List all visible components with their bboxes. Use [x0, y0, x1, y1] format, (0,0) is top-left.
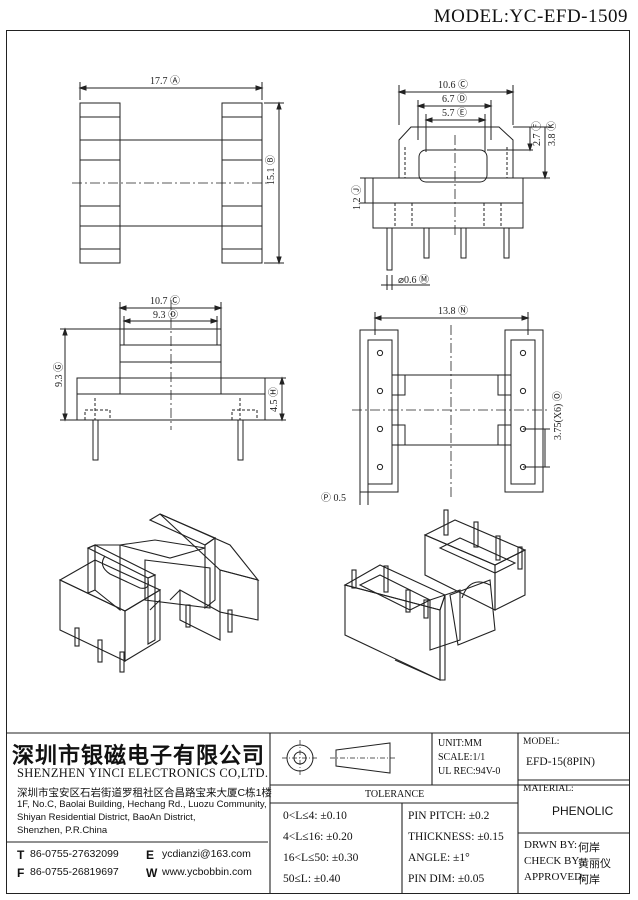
tolerance-row-4: 50≤L: ±0.40 — [283, 873, 341, 885]
phone-value: 86-0755-27632099 — [30, 848, 119, 860]
approved-value: 何岸 — [578, 874, 600, 886]
view-bottom — [352, 312, 550, 505]
model-title: MODEL:YC-EFD-1509 — [433, 6, 628, 27]
dim-a-label: 17.7 Ⓐ — [150, 75, 180, 87]
phone-label: T — [17, 848, 25, 862]
iso-view-bottom — [343, 509, 527, 681]
dim-p-label: Ⓟ 0.5 — [321, 492, 346, 504]
dim-c-label: 10.6 Ⓒ — [438, 79, 468, 91]
ul-rec-label: UL REC:94V-0 — [438, 766, 501, 777]
email-value[interactable]: ycdianzi@163.com — [162, 848, 251, 860]
scale-label: SCALE:1/1 — [438, 752, 486, 763]
dim-k-label: 3.8 Ⓚ — [546, 121, 558, 146]
drawing-frame — [6, 30, 630, 894]
dim-m-label: ⌀0.6 Ⓜ — [398, 274, 429, 286]
address-cn: 深圳市宝安区石岩街道罗租社区合昌路宝来大厦C栋1楼 — [17, 787, 272, 799]
view-front-middle — [60, 300, 286, 461]
fax-label: F — [17, 866, 25, 880]
website-value[interactable]: www.ycbobbin.com — [162, 866, 252, 878]
model-label: MODEL: — [523, 737, 560, 747]
material-label: MATERIAL: — [523, 784, 574, 794]
dim-g-label: 9.3 Ⓖ — [53, 362, 65, 387]
dim-b-label: 15.1 Ⓑ — [265, 155, 277, 185]
dim-j-label: 1.2 Ⓙ — [351, 185, 363, 210]
dim-c2-label: 10.7 Ⓒ — [150, 295, 180, 307]
iso-view-top — [58, 513, 260, 673]
dim-f-label: 2.7 Ⓕ — [531, 121, 543, 146]
projection-symbol-icon — [282, 740, 396, 776]
tolerance-row-2: 4<L≤16: ±0.20 — [283, 831, 353, 843]
pin-pitch-tolerance: PIN PITCH: ±0.2 — [408, 810, 490, 822]
pin-dim-tolerance: PIN DIM: ±0.05 — [408, 873, 485, 885]
unit-label: UNIT:MM — [438, 738, 482, 749]
email-label: E — [146, 848, 155, 862]
company-name-cn: 深圳市银磁电子有限公司 — [12, 744, 266, 769]
pin-holes — [376, 349, 527, 471]
dim-n-label: 13.8 Ⓝ — [438, 305, 468, 317]
dim-d-label: 6.7 Ⓓ — [442, 93, 467, 105]
address-en-line-3: Shenzhen, P.R.China — [17, 825, 108, 836]
drawn-by-value: 何岸 — [578, 842, 600, 854]
view-front-top — [72, 82, 284, 265]
drawn-by-label: DRWN BY: — [524, 839, 578, 851]
title-block-lines — [6, 732, 630, 894]
address-en-line-2: Shiyan Residential District, BaoAn Distr… — [17, 812, 196, 823]
tolerance-row-3: 16<L≤50: ±0.30 — [283, 852, 359, 864]
website-label: W — [146, 866, 158, 880]
company-name-en: SHENZHEN YINCI ELECTRONICS CO,LTD. — [17, 766, 269, 780]
tolerance-row-1: 0<L≤4: ±0.10 — [283, 810, 347, 822]
address-en-line-1: 1F, No.C, Baolai Building, Hechang Rd., … — [17, 799, 267, 810]
model-value: EFD-15(8PIN) — [526, 756, 595, 768]
dim-d2-label: 9.3 Ⓓ — [153, 309, 178, 321]
dim-e-label: 5.7 Ⓔ — [442, 107, 467, 119]
tolerance-title: TOLERANCE — [365, 789, 425, 800]
view-side-top — [360, 85, 550, 290]
check-by-label: CHECK BY: — [524, 855, 582, 867]
dim-o-label: 3.75(X6) Ⓞ — [552, 391, 564, 440]
dim-h-label: 4.5 Ⓗ — [268, 387, 280, 412]
approved-label: APPROVED: — [524, 871, 586, 883]
material-value: PHENOLIC — [552, 804, 614, 818]
fax-value: 86-0755-26819697 — [30, 866, 119, 878]
thickness-tolerance: THICKNESS: ±0.15 — [408, 831, 504, 843]
angle-tolerance: ANGLE: ±1° — [408, 852, 470, 864]
check-by-value: 黄丽仪 — [578, 858, 611, 870]
